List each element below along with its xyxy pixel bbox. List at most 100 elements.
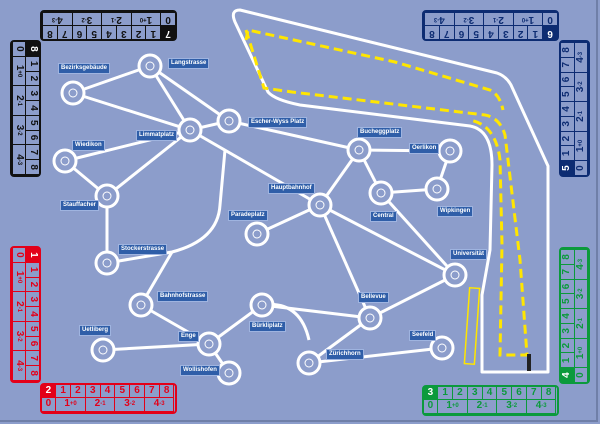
score-tier: 4-3: [41, 11, 72, 25]
station-6: [94, 250, 120, 276]
score-cell[interactable]: 2: [453, 386, 468, 400]
score-tier: 4-3: [574, 248, 588, 279]
station-12: [424, 176, 450, 202]
score-cell[interactable]: 5: [25, 321, 39, 337]
player-number: 7: [159, 25, 175, 39]
score-cell[interactable]: 1: [526, 25, 542, 39]
score-cell[interactable]: 6: [25, 336, 39, 351]
score-cell[interactable]: 8: [560, 41, 574, 57]
score-cell[interactable]: 1: [560, 144, 574, 160]
station-label: Uetliberg: [79, 325, 112, 336]
score-tier: 3-2: [11, 321, 25, 351]
score-cell[interactable]: 4: [482, 25, 498, 39]
score-cell[interactable]: 5: [115, 384, 131, 398]
station-9: [346, 137, 372, 163]
score-tier: 4-3: [526, 400, 557, 414]
score-cell[interactable]: 2: [560, 130, 574, 145]
score-cell[interactable]: 3: [560, 322, 574, 338]
score-cell[interactable]: 6: [130, 384, 145, 398]
score-cell[interactable]: 2: [130, 25, 145, 39]
score-cell[interactable]: 4: [560, 307, 574, 323]
score-cell[interactable]: 1: [25, 262, 39, 278]
score-cell[interactable]: 7: [56, 25, 72, 39]
score-cell[interactable]: 8: [560, 248, 574, 264]
score-cell[interactable]: 3: [85, 384, 101, 398]
score-cell[interactable]: 5: [497, 386, 513, 400]
score-cell[interactable]: 8: [25, 159, 39, 175]
station-center-icon: [432, 184, 442, 194]
station-center-icon: [145, 61, 155, 71]
score-cell[interactable]: 8: [25, 365, 39, 381]
score-zero[interactable]: 0: [11, 41, 25, 57]
score-zero[interactable]: 0: [41, 398, 57, 412]
score-cell[interactable]: 4: [560, 100, 574, 116]
score-cell[interactable]: 6: [71, 25, 86, 39]
score-cell[interactable]: 3: [115, 25, 131, 39]
station-4: [52, 148, 78, 174]
station-label: Stockerstrasse: [118, 244, 168, 255]
score-cell[interactable]: 6: [512, 386, 527, 400]
station-center-icon: [437, 343, 447, 353]
score-cell[interactable]: 6: [560, 278, 574, 293]
score-cell[interactable]: 2: [71, 384, 86, 398]
station-center-icon: [185, 125, 195, 135]
score-cell[interactable]: 7: [144, 384, 160, 398]
score-tier: 3-2: [574, 71, 588, 101]
rail-line: [308, 346, 443, 365]
score-cell[interactable]: 7: [560, 56, 574, 72]
score-zero[interactable]: 0: [11, 247, 25, 263]
score-cell[interactable]: 2: [560, 337, 574, 352]
score-cell[interactable]: 2: [512, 25, 527, 39]
score-cell[interactable]: 5: [560, 292, 574, 308]
rail-line: [319, 203, 456, 277]
score-cell[interactable]: 7: [25, 144, 39, 160]
station-label: Universität: [450, 249, 488, 260]
score-cell[interactable]: 2: [25, 71, 39, 86]
score-cell[interactable]: 5: [467, 25, 483, 39]
score-cell[interactable]: 3: [497, 25, 513, 39]
score-cell[interactable]: 3: [560, 115, 574, 131]
score-zero[interactable]: 0: [159, 11, 175, 25]
score-cell[interactable]: 6: [453, 25, 468, 39]
score-cell[interactable]: 4: [482, 386, 498, 400]
score-cell[interactable]: 8: [159, 384, 175, 398]
score-tier: 2-1: [11, 291, 25, 322]
score-cell[interactable]: 2: [25, 277, 39, 292]
score-cell[interactable]: 3: [467, 386, 483, 400]
score-zero[interactable]: 0: [541, 11, 557, 25]
score-tier: 4-3: [574, 41, 588, 72]
score-cell[interactable]: 7: [526, 386, 542, 400]
score-cell[interactable]: 5: [25, 115, 39, 131]
score-cell[interactable]: 5: [560, 85, 574, 101]
score-zero[interactable]: 0: [574, 159, 588, 175]
score-cell[interactable]: 4: [100, 384, 116, 398]
station-11: [368, 180, 394, 206]
score-cell[interactable]: 3: [25, 85, 39, 101]
score-cell[interactable]: 4: [25, 306, 39, 322]
score-cell[interactable]: 1: [56, 384, 72, 398]
score-tier: 3-2: [71, 11, 101, 25]
score-cell[interactable]: 4: [100, 25, 116, 39]
score-zero[interactable]: 0: [423, 400, 439, 414]
score-cell[interactable]: 7: [438, 25, 454, 39]
score-cell[interactable]: 6: [560, 71, 574, 86]
score-cell[interactable]: 4: [25, 100, 39, 116]
score-cell[interactable]: 8: [41, 25, 57, 39]
score-tier: 3-2: [11, 115, 25, 145]
score-cell[interactable]: 7: [560, 263, 574, 279]
score-cell[interactable]: 6: [25, 130, 39, 145]
score-cell[interactable]: 8: [541, 386, 557, 400]
score-cell[interactable]: 1: [560, 351, 574, 367]
score-tier: 2-1: [11, 85, 25, 116]
score-cell[interactable]: 5: [85, 25, 101, 39]
station-21: [429, 335, 455, 361]
score-zero[interactable]: 0: [574, 366, 588, 382]
score-cell[interactable]: 1: [438, 386, 454, 400]
score-cell[interactable]: 7: [25, 350, 39, 366]
station-17: [196, 331, 222, 357]
score-cell[interactable]: 8: [423, 25, 439, 39]
station-center-icon: [60, 156, 70, 166]
score-cell[interactable]: 3: [25, 291, 39, 307]
score-cell[interactable]: 1: [25, 56, 39, 72]
score-cell[interactable]: 1: [144, 25, 160, 39]
